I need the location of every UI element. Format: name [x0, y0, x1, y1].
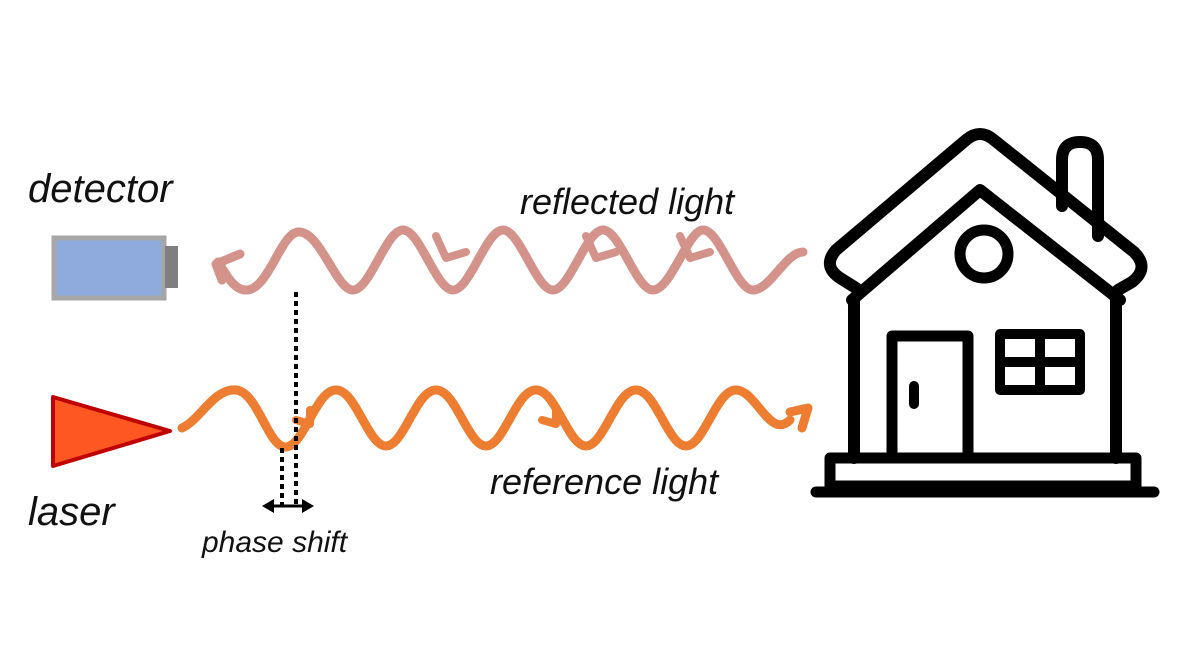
reflected-light-label: reflected light	[520, 181, 736, 222]
house-walls	[848, 294, 1122, 464]
house-icon	[810, 128, 1160, 498]
reflected-arrowhead-3	[432, 232, 470, 262]
detector-label: detector	[28, 167, 174, 211]
reflected-arrowhead-end	[211, 249, 245, 285]
detector-body	[51, 235, 167, 301]
reference-light-wave	[177, 385, 813, 452]
reference-arrowhead-end	[785, 403, 813, 433]
laser-label: laser	[28, 490, 116, 534]
house-roof	[824, 128, 1148, 296]
house-roof-inner	[846, 184, 1126, 306]
reflected-light-wave	[211, 225, 808, 295]
reflected-arrowhead-2	[582, 232, 620, 262]
reference-arrowhead-2	[538, 406, 560, 428]
phase-shift-label: phase shift	[201, 526, 349, 559]
reference-light-label: reference light	[490, 461, 720, 502]
reference-wave-path	[177, 385, 795, 452]
phase-shift-arrowhead-right	[302, 499, 314, 513]
laser-icon	[51, 395, 172, 468]
house-door	[886, 330, 974, 464]
phase-shift-marker	[262, 292, 314, 513]
house-round-window	[954, 224, 1014, 284]
house-chimney	[1056, 136, 1104, 242]
detector-cap	[165, 246, 178, 288]
reflected-wave-path	[213, 225, 808, 295]
house-porch	[824, 452, 1142, 492]
reflected-arrowhead-1	[676, 232, 714, 262]
laser-triangle	[51, 395, 172, 468]
reference-arrowhead-1	[292, 406, 314, 428]
phase-shift-arrowhead-left	[262, 499, 274, 513]
detector-icon	[51, 235, 178, 301]
